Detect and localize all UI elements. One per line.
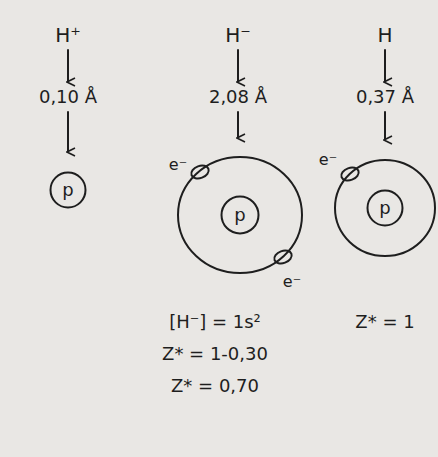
orbit [335, 160, 435, 256]
arrow [237, 112, 239, 138]
nucleus-circle: p [366, 189, 404, 227]
nucleus-circle: p [49, 171, 87, 209]
note-label: H⁺ [55, 24, 81, 46]
arrow [384, 50, 386, 82]
note-label: [H⁻] = 1s² [169, 312, 261, 332]
nucleus-circle: p [220, 195, 260, 235]
electron [272, 248, 293, 265]
note-label: H [377, 24, 392, 46]
note-label: Z* = 0,70 [171, 376, 259, 396]
nucleus-label: p [49, 181, 87, 199]
note-label: 0,10 Å [39, 87, 97, 107]
note-label: e⁻ [319, 151, 337, 169]
note-label: 2,08 Å [209, 87, 267, 107]
arrow [67, 50, 69, 82]
arrow [384, 112, 386, 140]
note-label: 0,37 Å [356, 87, 414, 107]
electron [339, 165, 360, 182]
note-label: e⁻ [169, 156, 187, 174]
note-label: e⁻ [283, 273, 301, 291]
arrow [67, 112, 69, 152]
orbit [178, 157, 302, 273]
nucleus-label: p [366, 199, 404, 217]
nucleus-label: p [220, 206, 260, 224]
arrow [237, 50, 239, 82]
note-label: Z* = 1 [355, 312, 414, 332]
electron [189, 163, 210, 180]
note-label: Z* = 1-0,30 [162, 344, 268, 364]
note-label: H⁻ [225, 24, 251, 46]
